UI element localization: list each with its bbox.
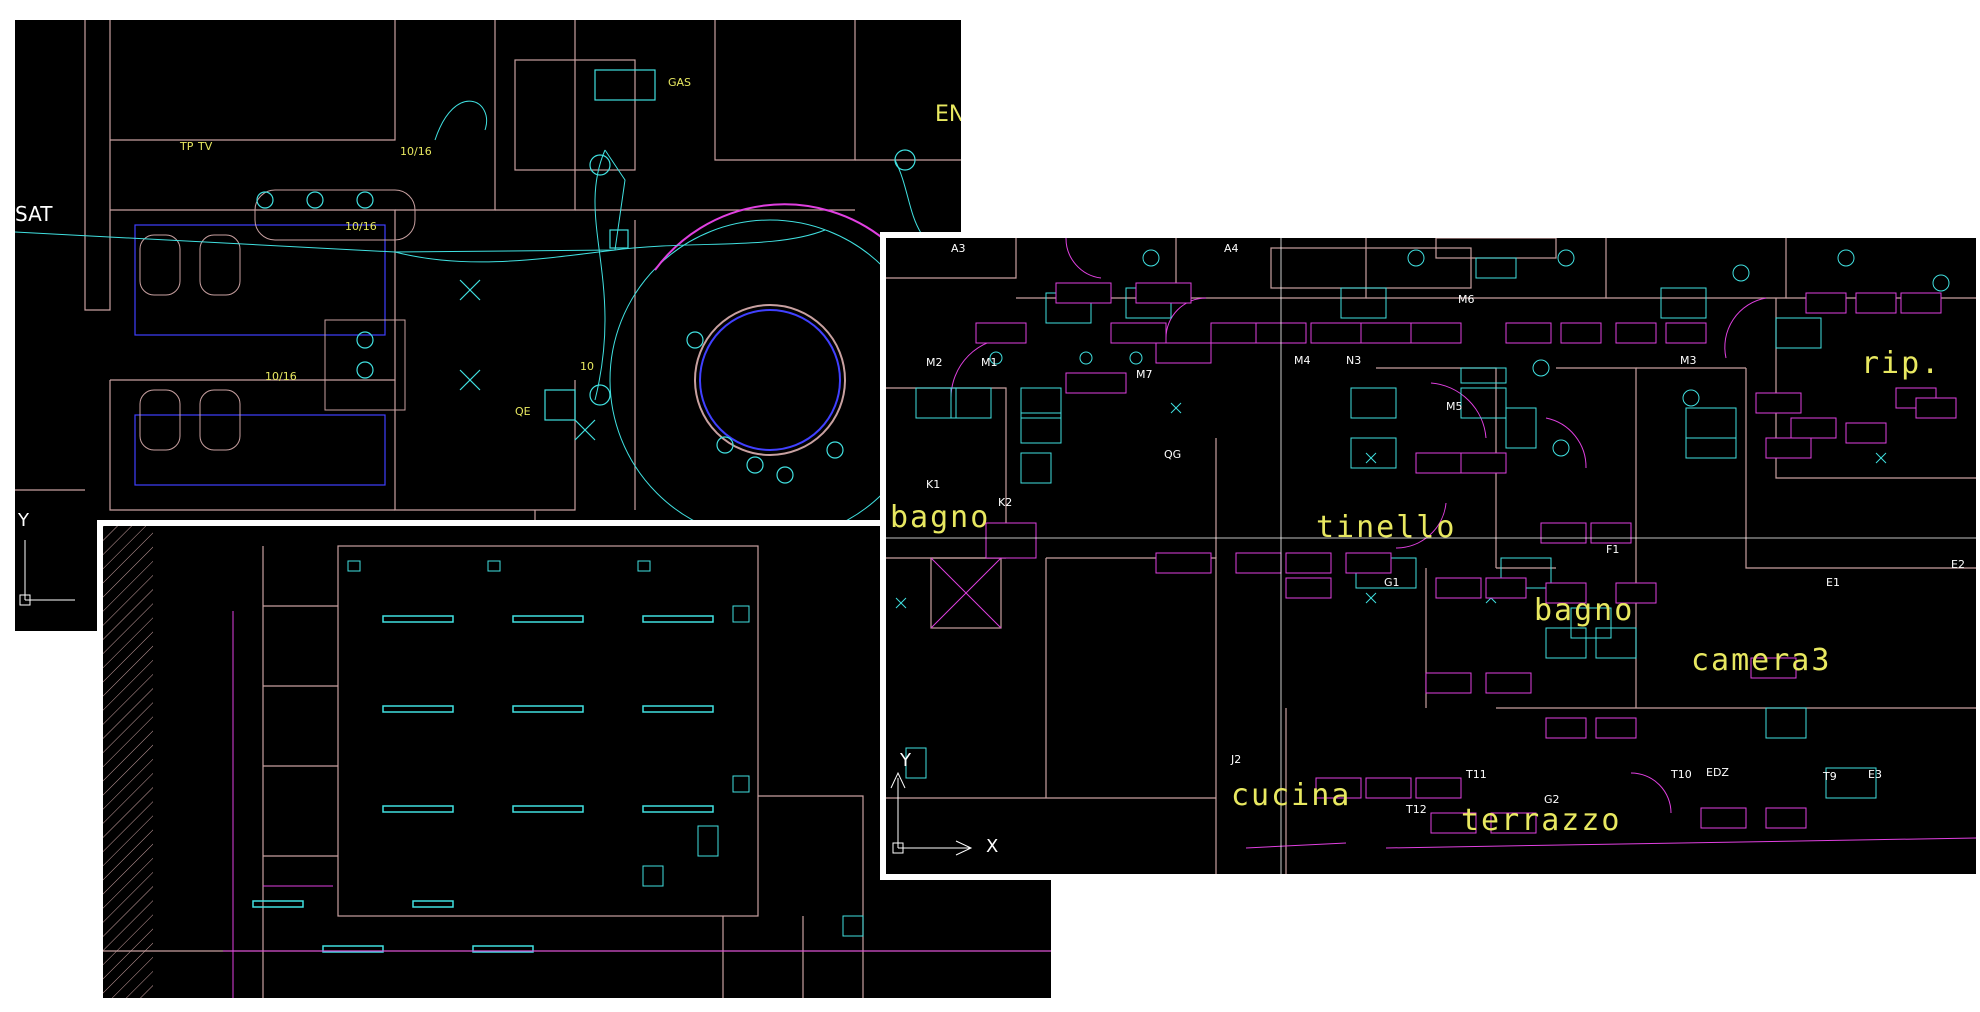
room-label-rip: rip. <box>1861 346 1942 381</box>
room-label-cucina: cucina <box>1231 778 1352 813</box>
room-label-bagno-1: bagno <box>890 500 991 535</box>
tag-a4: A4 <box>1224 242 1239 255</box>
tag-m2: M2 <box>926 356 943 369</box>
outlet-label-4: 10 <box>580 360 594 373</box>
qe-label: QE <box>515 405 531 418</box>
tag-f1: F1 <box>1606 543 1620 556</box>
circuits-2 <box>223 611 1051 998</box>
lower-left-plan-drawing <box>103 526 1051 998</box>
tp-label: TP <box>180 140 194 153</box>
tag-m6: M6 <box>1458 293 1475 306</box>
tv-label: TV <box>198 140 213 153</box>
devices-3 <box>895 249 1950 799</box>
devices <box>256 69 916 484</box>
tag-e2: E2 <box>1951 558 1965 571</box>
ucs-icon-1 <box>19 540 75 606</box>
tag-m7: M7 <box>1136 368 1153 381</box>
devices-2 <box>347 560 864 937</box>
en-label: EN <box>935 102 961 127</box>
tag-m3: M3 <box>1680 354 1697 367</box>
tag-j2: J2 <box>1231 753 1242 766</box>
tag-a3: A3 <box>951 242 966 255</box>
room-label-tinello: tinello <box>1316 510 1457 545</box>
door-arcs-3 <box>930 238 1976 849</box>
tag-t12: T12 <box>1406 803 1427 816</box>
tag-g2: G2 <box>1544 793 1560 806</box>
tag-e1: E1 <box>1826 576 1840 589</box>
wiring <box>15 100 956 401</box>
tag-e3: E3 <box>1868 768 1882 781</box>
light-fixtures <box>252 615 714 953</box>
gas-label: GAS <box>668 76 692 89</box>
hatched-wall <box>103 526 153 998</box>
room-label-terrazzo: terrazzo <box>1461 803 1622 838</box>
tag-m4: M4 <box>1294 354 1311 367</box>
tag-m5: M5 <box>1446 400 1463 413</box>
tag-k1: K1 <box>926 478 941 491</box>
outlet-label-2: 10/16 <box>400 145 432 158</box>
tag-t9: T9 <box>1823 770 1837 783</box>
crosshair-3 <box>886 238 1976 874</box>
room-label-camera3: camera3 <box>1691 643 1832 678</box>
outlet-label-1: 10/16 <box>345 220 377 233</box>
tag-edz: EDZ <box>1706 766 1729 779</box>
tag-g1: G1 <box>1384 576 1400 589</box>
room-label-bagno-2: bagno <box>1534 593 1635 628</box>
right-apartment-plan-panel: bagno tinello bagno camera3 rip. cucina … <box>880 232 1980 880</box>
axis-y-label-3: Y <box>900 750 911 771</box>
tag-k2: K2 <box>998 496 1013 509</box>
ucs-icon-3 <box>890 771 973 856</box>
fixtures-blue <box>134 224 386 486</box>
outlet-label-3: 10/16 <box>265 370 297 383</box>
tag-t10: T10 <box>1671 768 1692 781</box>
circuit-tables-3 <box>975 282 1957 834</box>
axis-x-label-3: X <box>986 836 999 857</box>
tag-m1: M1 <box>981 356 998 369</box>
tag-qg: QG <box>1164 448 1182 461</box>
sanitary-fixtures <box>139 189 416 451</box>
right-apartment-plan-drawing <box>886 238 1976 874</box>
sat-label: SAT <box>15 202 53 226</box>
tag-t11: T11 <box>1466 768 1487 781</box>
tag-n3: N3 <box>1346 354 1362 367</box>
axis-y-label-1: Y <box>18 510 29 531</box>
